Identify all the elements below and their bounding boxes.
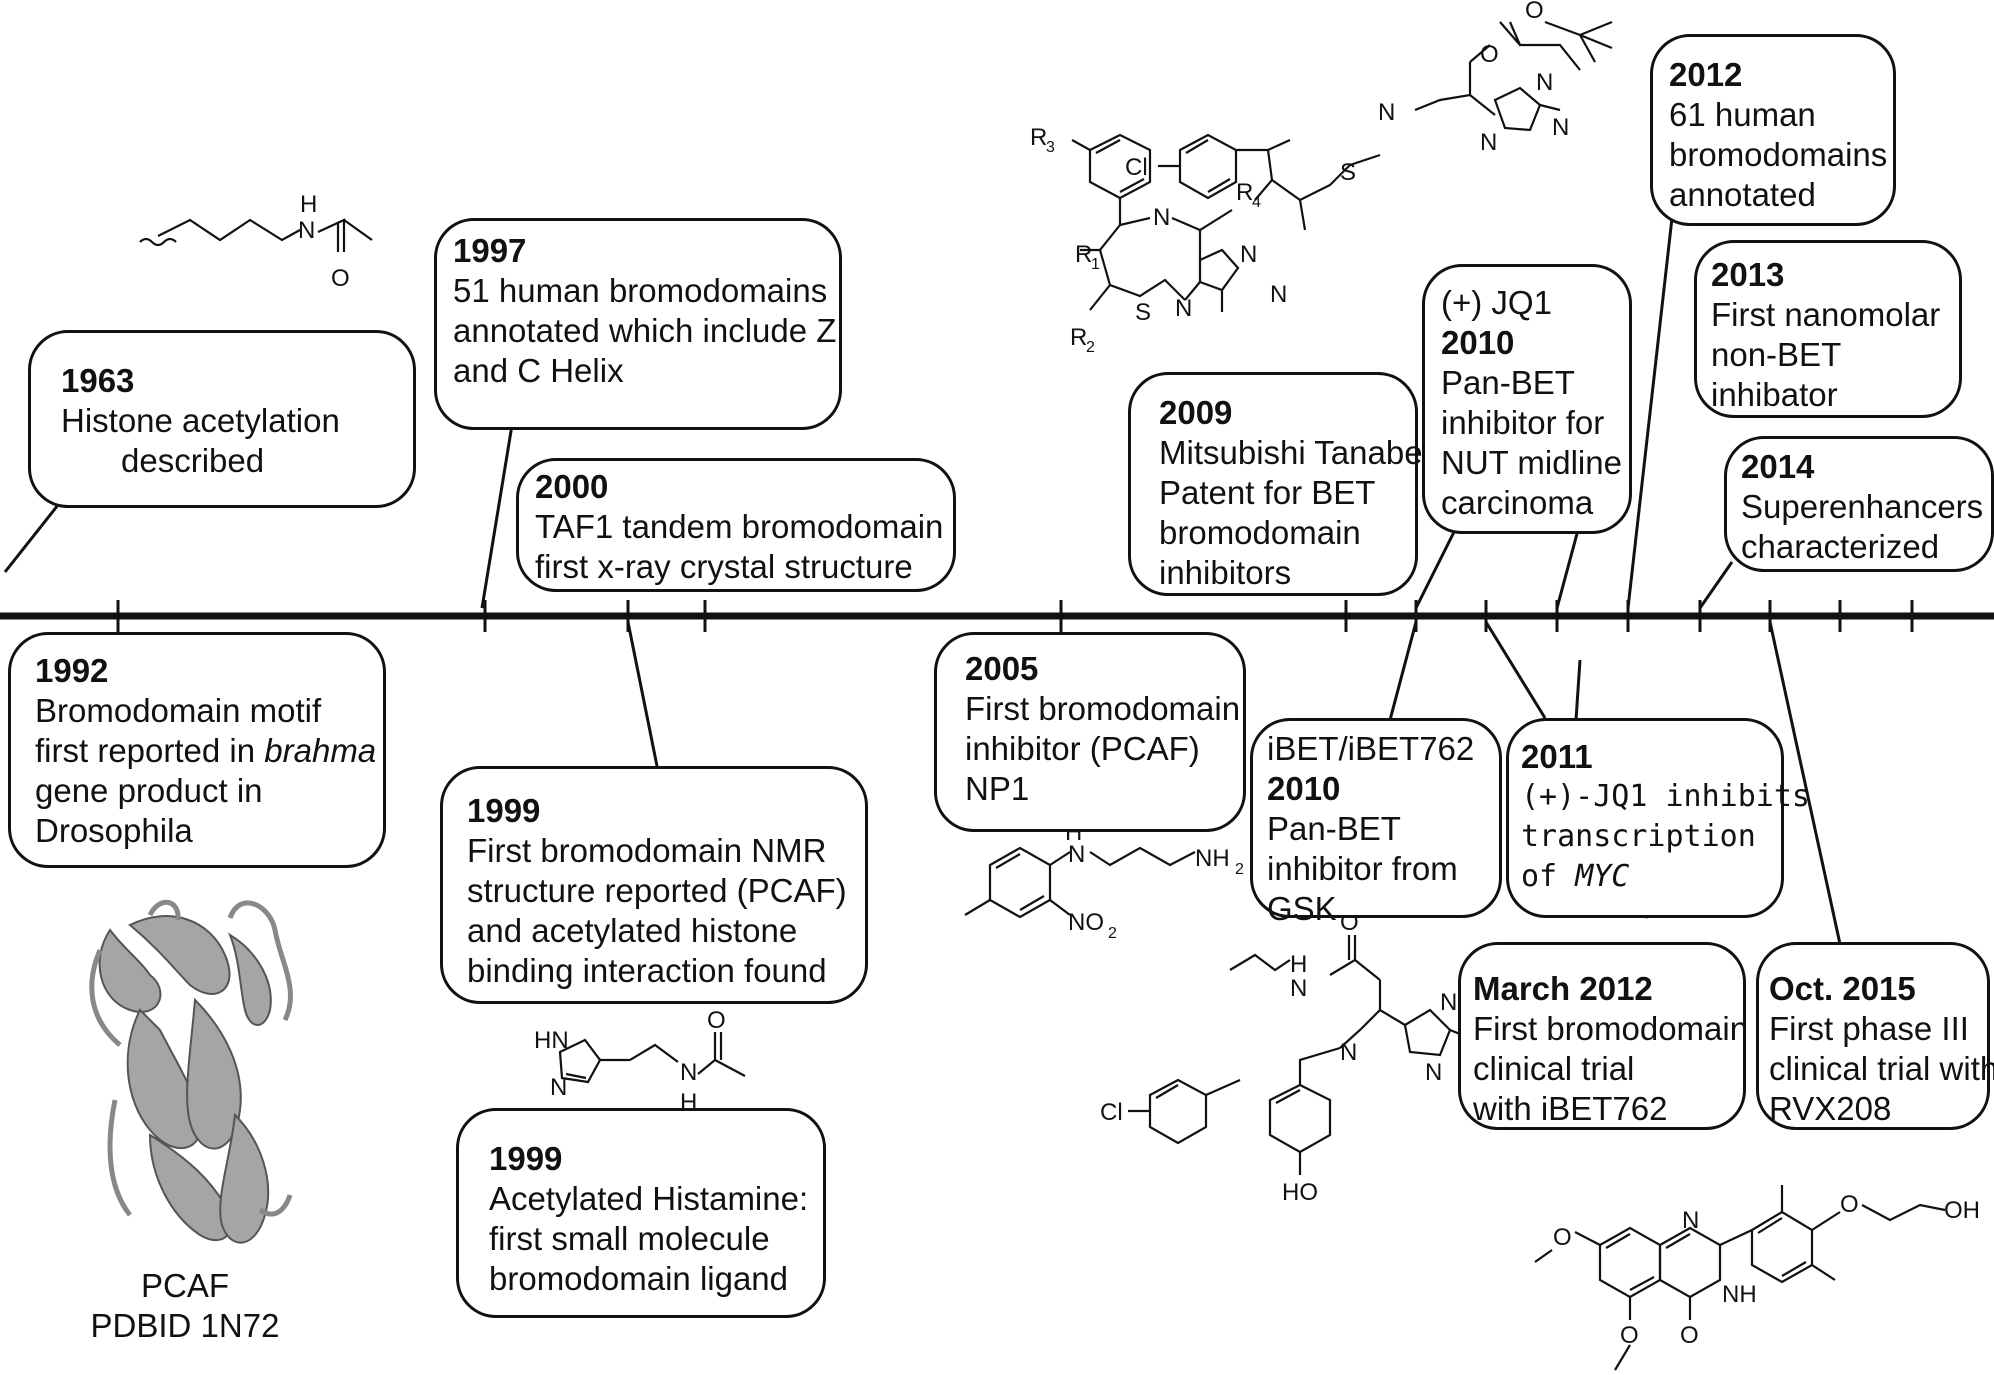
event-2012-march: March 2012 First bromodomain clinical tr… bbox=[1458, 942, 1748, 1130]
np1-labels: H N NH 2 NO 2 bbox=[1065, 819, 1244, 942]
thienodiazepine-scaffold-structure bbox=[1071, 133, 1240, 312]
svg-text:N: N bbox=[680, 1059, 697, 1086]
svg-text:S: S bbox=[1340, 159, 1356, 186]
np1-structure bbox=[964, 846, 1196, 919]
svg-text:R: R bbox=[1030, 124, 1047, 151]
jq1-labels: O O N N N N Cl S bbox=[1125, 0, 1569, 186]
svg-text:N: N bbox=[1068, 841, 1085, 868]
svg-text:NH: NH bbox=[1722, 1281, 1757, 1308]
svg-text:S: S bbox=[1135, 299, 1151, 326]
svg-text:2: 2 bbox=[1086, 339, 1095, 356]
svg-text:R: R bbox=[1070, 324, 1087, 351]
event-1999-histamine: 1999 Acetylated Histamine: first small m… bbox=[456, 1108, 826, 1318]
svg-text:O: O bbox=[1525, 0, 1544, 24]
svg-text:N: N bbox=[1552, 114, 1569, 141]
svg-text:N: N bbox=[1340, 1039, 1357, 1066]
event-1999-nmr: 1999 First bromodomain NMR structure rep… bbox=[440, 766, 868, 1004]
event-2013: 2013 First nanomolar non-BET inhibator bbox=[1694, 240, 1962, 418]
svg-text:HN: HN bbox=[534, 1027, 569, 1054]
event-2009: 2009 Mitsubishi Tanabe Patent for BET br… bbox=[1128, 372, 1423, 596]
svg-text:NH: NH bbox=[1195, 845, 1230, 872]
svg-text:O: O bbox=[707, 1007, 726, 1034]
connector-lines bbox=[3, 217, 1842, 945]
svg-text:N: N bbox=[1175, 295, 1192, 322]
svg-text:N: N bbox=[1240, 241, 1257, 268]
event-2014: 2014 Superenhancers characterized bbox=[1724, 436, 1994, 572]
event-1992: 1992 Bromodomain motif first reported in… bbox=[8, 632, 386, 868]
event-2010-ibet: iBET/iBET762 2010 Pan-BET inhibitor from… bbox=[1250, 718, 1502, 927]
pcaf-protein-loops bbox=[89, 900, 293, 1217]
svg-text:N: N bbox=[1425, 1059, 1442, 1086]
thienodiazepine-scaffold-labels: R3 N R4 R1 R2 S N N N bbox=[1030, 124, 1287, 356]
event-2005: 2005 First bromodomain inhibitor (PCAF) … bbox=[934, 632, 1246, 832]
event-2012: 2012 61 human bromodomains annotated bbox=[1650, 34, 1896, 226]
svg-text:N: N bbox=[1290, 975, 1307, 1002]
rvx208-labels: O N NH O O O OH bbox=[1553, 1191, 1980, 1349]
acetyl-lysine-structure bbox=[139, 218, 373, 252]
ibet762-labels: O H N N N N N Cl HO bbox=[1100, 909, 1487, 1206]
svg-text:2: 2 bbox=[1108, 925, 1117, 942]
pcaf-caption: PCAF PDBID 1N72 bbox=[90, 1267, 280, 1344]
svg-text:O: O bbox=[331, 265, 350, 292]
jq1-structure bbox=[1158, 20, 1613, 231]
svg-text:H: H bbox=[300, 191, 317, 218]
acetylated-histamine-structure bbox=[558, 1032, 746, 1084]
svg-text:N: N bbox=[1440, 989, 1457, 1016]
svg-text:OH: OH bbox=[1944, 1197, 1980, 1224]
event-2000: 2000 TAF1 tandem bromodomain first x-ray… bbox=[516, 458, 956, 592]
rvx208-structure bbox=[1534, 1185, 1946, 1371]
svg-text:4: 4 bbox=[1252, 194, 1261, 211]
event-1963: 1963 Histone acetylation described bbox=[28, 330, 416, 508]
acetylated-histamine-labels: HN N N H O bbox=[534, 1007, 726, 1116]
svg-text:3: 3 bbox=[1046, 139, 1055, 156]
svg-text:N: N bbox=[1536, 69, 1553, 96]
svg-text:HO: HO bbox=[1282, 1179, 1318, 1206]
svg-text:N: N bbox=[1153, 204, 1170, 231]
svg-text:R: R bbox=[1236, 179, 1253, 206]
event-2011: 2011 (+)-JQ1 inhibits transcription of M… bbox=[1506, 718, 1810, 918]
pcaf-protein-ribbon bbox=[98, 915, 272, 1244]
svg-text:N: N bbox=[1270, 281, 1287, 308]
svg-text:O: O bbox=[1680, 1322, 1699, 1349]
svg-text:Cl: Cl bbox=[1125, 154, 1148, 181]
svg-text:H: H bbox=[1290, 951, 1307, 978]
svg-text:N: N bbox=[1682, 1207, 1699, 1234]
svg-text:N: N bbox=[1480, 129, 1497, 156]
svg-text:1: 1 bbox=[1091, 256, 1100, 273]
svg-text:O: O bbox=[1480, 41, 1499, 68]
svg-text:R: R bbox=[1075, 241, 1092, 268]
svg-text:N: N bbox=[298, 217, 315, 244]
svg-text:Cl: Cl bbox=[1100, 1099, 1123, 1126]
svg-text:O: O bbox=[1620, 1322, 1639, 1349]
svg-text:O: O bbox=[1553, 1224, 1572, 1251]
svg-text:2: 2 bbox=[1235, 861, 1244, 878]
event-1997: 1997 51 human bromodomains annotated whi… bbox=[434, 218, 842, 430]
acetyl-lysine-labels: H N O bbox=[298, 191, 350, 292]
svg-text:N: N bbox=[550, 1074, 567, 1101]
svg-text:O: O bbox=[1840, 1191, 1859, 1218]
event-year: 1963 bbox=[61, 362, 135, 399]
svg-text:NO: NO bbox=[1068, 909, 1104, 936]
event-2015: Oct. 2015 First phase III clinical trial… bbox=[1756, 942, 1994, 1130]
svg-text:N: N bbox=[1378, 99, 1395, 126]
event-2010-jq1: (+) JQ1 2010 Pan-BET inhibitor for NUT m… bbox=[1422, 264, 1632, 534]
